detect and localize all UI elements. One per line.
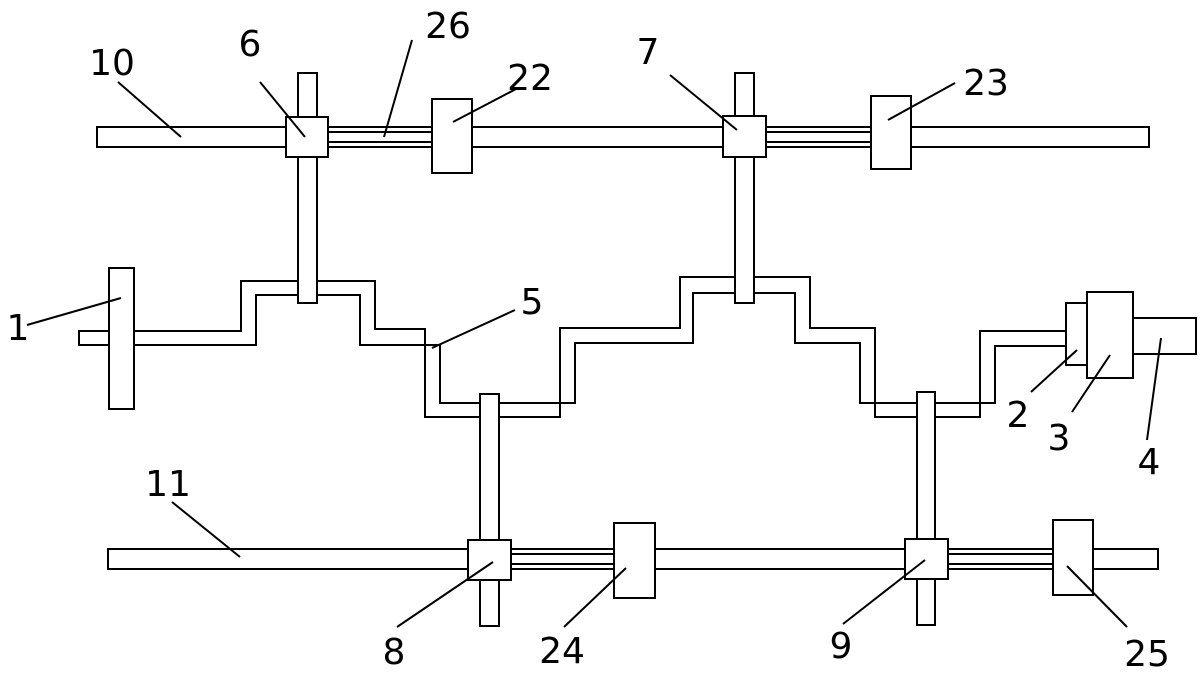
- connecting-rod-upper-left: [297, 72, 318, 304]
- leader-22: [452, 88, 517, 123]
- leader-4: [1146, 337, 1162, 441]
- gearbox-3: [1086, 291, 1134, 379]
- leader-7: [669, 74, 738, 131]
- label-24: 24: [539, 631, 585, 672]
- leader-11: [171, 501, 241, 558]
- coupling-7: [722, 115, 767, 158]
- leader-1: [26, 297, 122, 326]
- thin-shaft-upper-left: [328, 131, 432, 143]
- thin-shaft-lower-right: [948, 553, 1053, 565]
- label-5: 5: [521, 282, 544, 323]
- leader-25: [1066, 565, 1128, 628]
- leader-9: [842, 559, 926, 625]
- label-10: 10: [89, 43, 135, 84]
- thin-shaft-lower-left: [511, 553, 614, 565]
- upper-shaft: [96, 126, 1150, 148]
- leader-5: [431, 309, 516, 349]
- label-4: 4: [1138, 442, 1161, 483]
- label-23: 23: [963, 63, 1009, 104]
- gear-23: [870, 95, 912, 170]
- connecting-rod-upper-right: [734, 72, 755, 304]
- gear-24: [613, 522, 656, 599]
- leader-2: [1030, 349, 1078, 393]
- label-6: 6: [239, 24, 262, 65]
- coupling-9: [904, 538, 949, 580]
- label-22: 22: [507, 58, 553, 99]
- label-11: 11: [145, 464, 191, 505]
- label-25: 25: [1124, 634, 1170, 675]
- label-1: 1: [7, 308, 30, 349]
- leader-6: [259, 81, 306, 138]
- leader-23: [887, 82, 956, 121]
- label-7: 7: [637, 32, 660, 73]
- leader-8: [396, 561, 494, 628]
- coupler-2: [1065, 302, 1088, 366]
- thin-shaft-upper-right: [766, 131, 871, 143]
- leader-26: [383, 39, 413, 138]
- motor-4: [1132, 317, 1197, 355]
- gear-22: [431, 98, 473, 174]
- label-26: 26: [425, 6, 471, 47]
- connecting-rod-lower-right: [916, 391, 936, 626]
- label-3: 3: [1048, 418, 1071, 459]
- connecting-rod-lower-left: [479, 393, 500, 627]
- label-2: 2: [1007, 395, 1030, 436]
- flywheel: [108, 267, 135, 410]
- leader-3: [1071, 354, 1111, 413]
- gear-25: [1052, 519, 1094, 596]
- label-8: 8: [383, 632, 406, 673]
- leader-24: [563, 567, 627, 628]
- leader-10: [117, 81, 182, 138]
- label-9: 9: [830, 626, 853, 667]
